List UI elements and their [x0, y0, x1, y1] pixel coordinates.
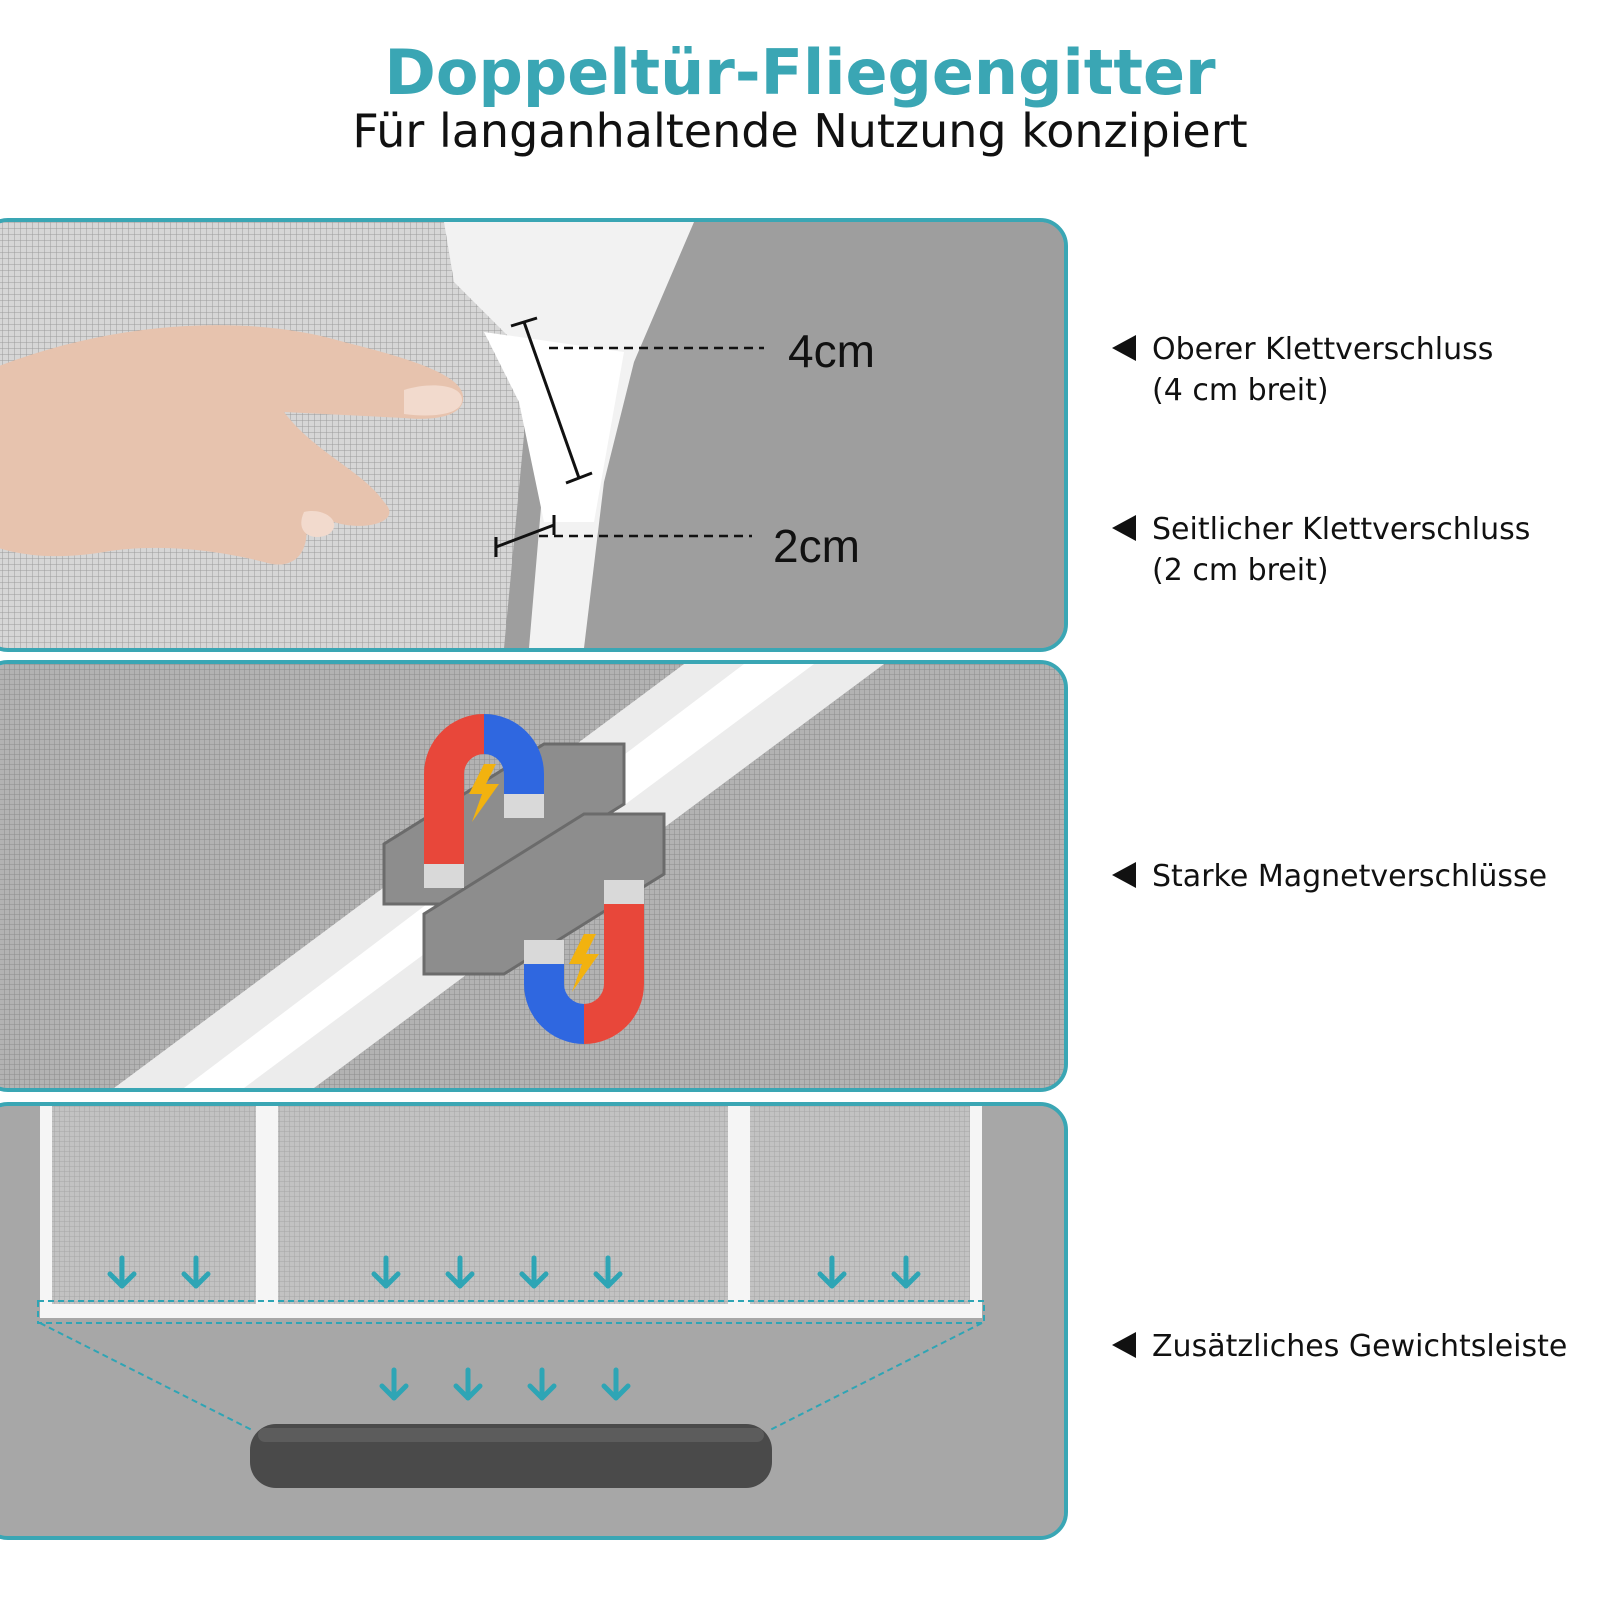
callout-magnets: Starke Magnetverschlüsse	[1112, 856, 1592, 897]
weight-bar-panel	[0, 1102, 1068, 1540]
triangle-left-icon	[1112, 1332, 1136, 1358]
page-subtitle: Für langanhaltende Nutzung konzipiert	[352, 104, 1248, 158]
callout-top-velcro: Oberer Klettverschluss (4 cm breit)	[1112, 329, 1592, 411]
page-title: Doppeltür-Fliegengitter	[384, 36, 1216, 109]
lightning-bolt-icon	[469, 764, 499, 822]
horseshoe-magnet-icon	[424, 714, 544, 888]
triangle-left-icon	[1112, 862, 1136, 888]
velcro-detail-panel	[0, 218, 1068, 652]
side-velcro-width-label: 2cm	[773, 520, 860, 572]
magnet-block-lower	[422, 812, 666, 976]
callout-line1: Oberer Klettverschluss	[1152, 332, 1494, 367]
callout-line2: (2 cm breit)	[1152, 553, 1329, 588]
top-velcro-width-label: 4cm	[788, 325, 875, 377]
magnet-detail-panel	[0, 660, 1068, 1092]
callout-weight-bar: Zusätzliches Gewichtsleiste	[1112, 1326, 1592, 1367]
callout-line2: (4 cm breit)	[1152, 373, 1329, 408]
callout-side-velcro: Seitlicher Klettverschluss (2 cm breit)	[1112, 509, 1592, 591]
callout-line1: Seitlicher Klettverschluss	[1152, 512, 1531, 547]
magnet-illustration	[0, 664, 1064, 1088]
weight-bar-illustration	[0, 1106, 1064, 1536]
horseshoe-magnet-icon	[524, 880, 644, 1044]
callout-line1: Zusätzliches Gewichtsleiste	[1152, 1329, 1568, 1364]
lightning-bolt-icon	[569, 934, 599, 992]
callout-line1: Starke Magnetverschlüsse	[1152, 859, 1548, 894]
velcro-illustration	[0, 222, 1064, 648]
triangle-left-icon	[1112, 335, 1136, 361]
triangle-left-icon	[1112, 515, 1136, 541]
